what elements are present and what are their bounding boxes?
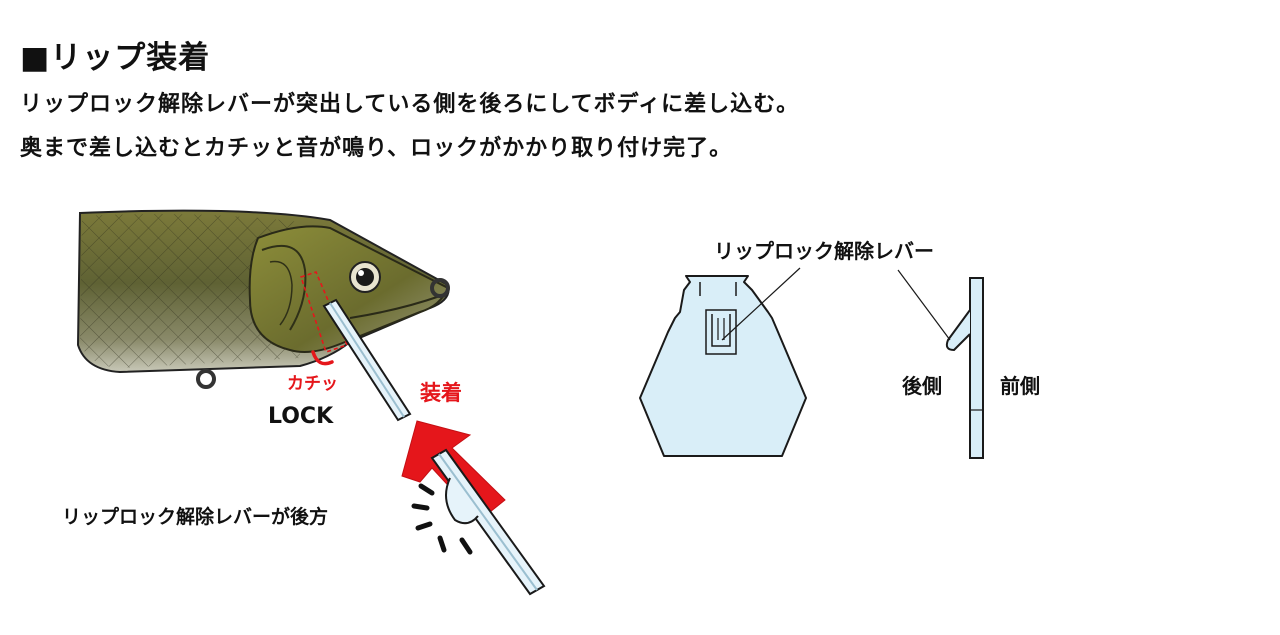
inserting-lip (430, 448, 546, 596)
page-title: ■リップ装着 (20, 40, 211, 76)
lock-hook-icon (311, 350, 334, 366)
lever-leader-front (721, 267, 801, 341)
rear-label: 後側 (902, 374, 942, 398)
lip-plate-front-view (639, 275, 807, 457)
lever-leader-side (897, 269, 951, 341)
attach-label: 装着 (420, 381, 462, 405)
click-label: カチッ (287, 374, 338, 394)
instruction-line-2: 奥まで差し込むとカチッと音が鳴り、ロックがかかり取り付け完了。 (20, 136, 733, 161)
lock-slot (299, 271, 349, 354)
lock-label: LOCK (268, 404, 334, 429)
lever-label: リップロック解除レバー (714, 239, 934, 263)
front-label: 前側 (1000, 374, 1040, 398)
impact-marks-icon (411, 483, 473, 555)
lure-body (76, 209, 450, 389)
hook-eye-icon (196, 369, 216, 389)
lip-plate-side-view (945, 277, 984, 459)
line-tie-icon (430, 278, 450, 298)
installed-lip (322, 298, 412, 422)
instruction-line-1: リップロック解除レバーが突出している側を後ろにしてボディに差し込む。 (20, 92, 800, 117)
lever-back-label: リップロック解除レバーが後方 (62, 505, 328, 528)
lure-eye (349, 261, 381, 293)
